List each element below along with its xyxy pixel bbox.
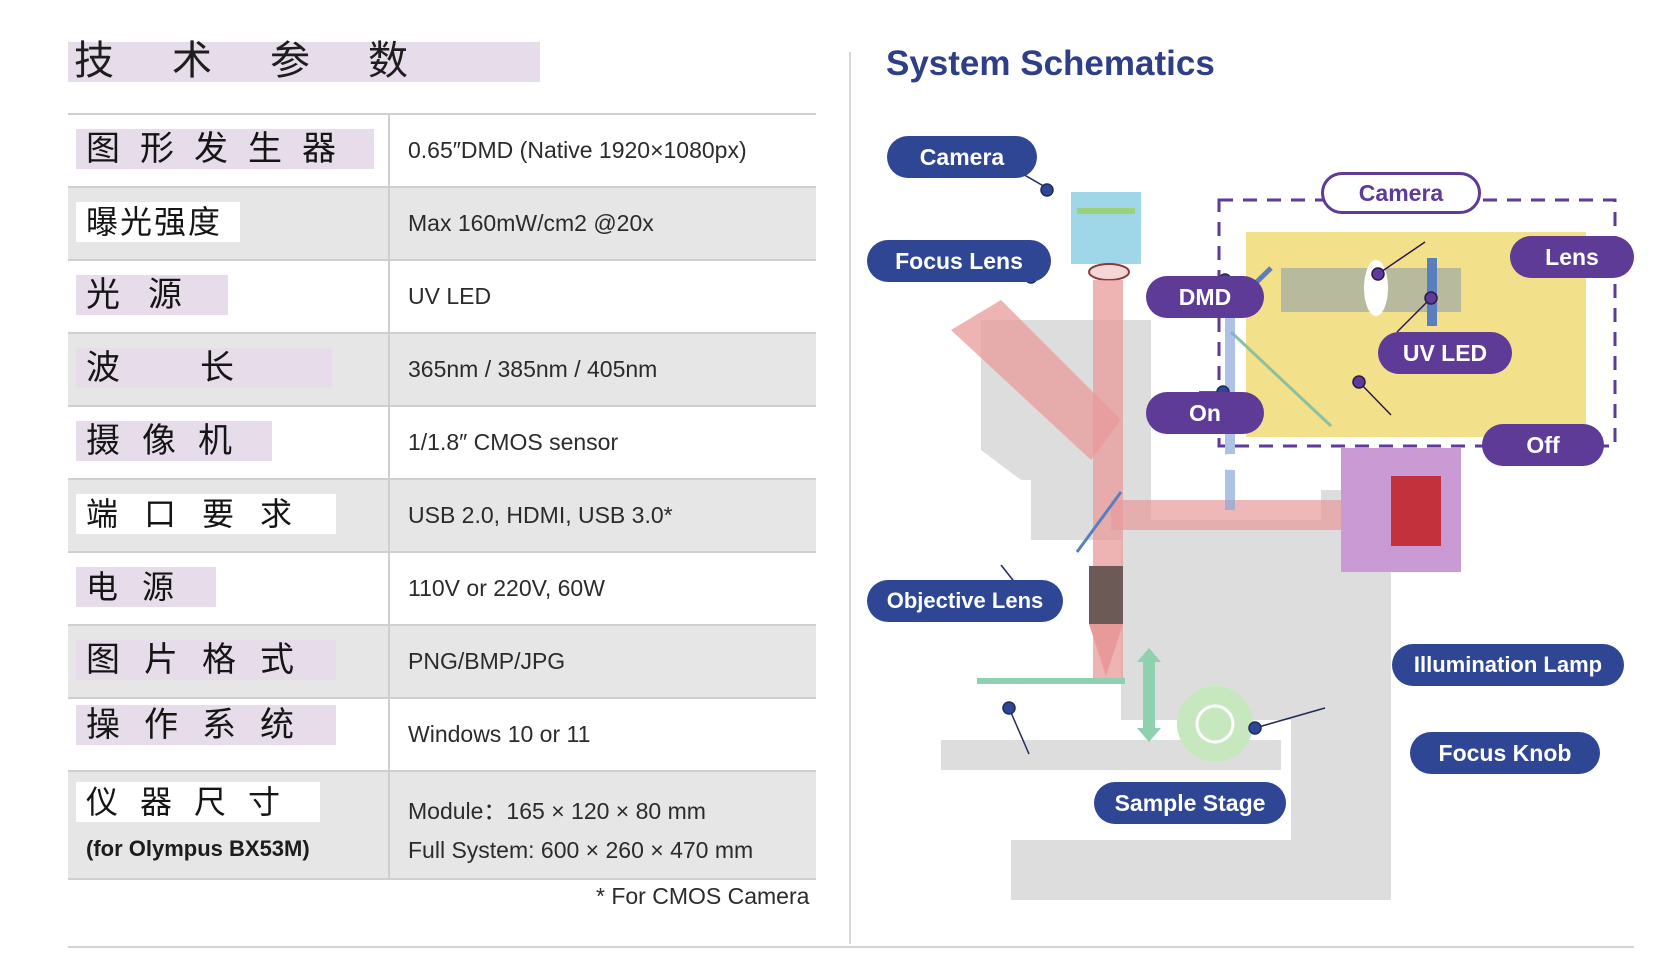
spec-label: 端口要求 <box>76 494 337 534</box>
column-divider <box>849 52 851 944</box>
spec-sublabel: (for Olympus BX53M) <box>86 836 310 861</box>
objective-cone <box>1089 624 1123 676</box>
spec-value: 110V or 220V, 60W <box>408 575 605 601</box>
spec-value: PNG/BMP/JPG <box>408 648 566 674</box>
label-dmd: DMD <box>1146 276 1264 318</box>
spec-row: 曝光强度 Max 160mW/cm2 @20x <box>68 188 816 261</box>
stage-arrow <box>1137 648 1161 742</box>
schematic-title: System Schematics <box>886 44 1215 83</box>
spec-value-2: Full System: 600 × 260 × 470 mm <box>408 837 754 863</box>
label-on: On <box>1146 392 1264 434</box>
spec-label: 电源 <box>76 567 217 607</box>
label-camera-module: Camera <box>1321 172 1481 214</box>
camera-sensor <box>1077 208 1135 214</box>
spec-row: 图片格式 PNG/BMP/JPG <box>68 626 816 699</box>
focus-knob-glyph <box>1177 686 1253 762</box>
label-lens: Lens <box>1510 236 1634 278</box>
spec-row: 图形发生器 0.65″DMD (Native 1920×1080px) <box>68 115 816 188</box>
spec-value: 1/1.8″ CMOS sensor <box>408 429 619 455</box>
spec-label: 曝光强度 <box>76 202 241 242</box>
spec-value: 365nm / 385nm / 405nm <box>408 356 658 382</box>
spec-value: USB 2.0, HDMI, USB 3.0* <box>408 502 673 528</box>
spec-heading-text: 技术参数 <box>74 38 466 84</box>
label-illumination-lamp: Illumination Lamp <box>1392 644 1624 686</box>
spec-row: 仪器尺寸 (for Olympus BX53M) Module：165 × 12… <box>68 772 816 880</box>
illumination-lamp-bulb <box>1391 476 1441 546</box>
spec-value: 0.65″DMD (Native 1920×1080px) <box>408 137 747 163</box>
label-off: Off <box>1482 424 1604 466</box>
spec-value: Max 160mW/cm2 @20x <box>408 210 654 236</box>
spec-row: 电源 110V or 220V, 60W <box>68 553 816 626</box>
beam-splitter <box>1075 491 1123 553</box>
spec-row: 光源 UV LED <box>68 261 816 334</box>
leader-lines-purple <box>1352 241 1438 416</box>
spec-label: 图形发生器 <box>76 129 374 169</box>
label-objective-lens: Objective Lens <box>867 580 1063 622</box>
camera-top-block <box>1071 192 1141 264</box>
spec-row: 摄像机 1/1.8″ CMOS sensor <box>68 407 816 480</box>
eyepiece-beam <box>951 300 1121 460</box>
schematic-diagram <box>941 153 1617 900</box>
label-sample-stage: Sample Stage <box>1094 782 1286 824</box>
off-beam <box>1229 330 1333 428</box>
label-camera: Camera <box>887 136 1037 178</box>
sample-stage-plate <box>977 678 1125 684</box>
spec-label: 仪器尺寸 <box>76 782 321 822</box>
spec-label: 光源 <box>76 275 228 315</box>
label-focus-lens: Focus Lens <box>867 240 1051 282</box>
spec-value: UV LED <box>408 283 492 309</box>
spec-label: 图片格式 <box>76 640 336 680</box>
bottom-rule <box>68 946 1634 948</box>
spec-table: 图形发生器 0.65″DMD (Native 1920×1080px) 曝光强度… <box>68 113 816 880</box>
spec-label: 操作系统 <box>76 705 336 745</box>
focus-knob-ring <box>1195 704 1235 744</box>
microscope-body <box>941 320 1391 900</box>
label-uv-led: UV LED <box>1378 332 1512 374</box>
objective-body <box>1089 566 1123 624</box>
spec-heading: 技术参数 <box>68 38 540 84</box>
spec-value: Windows 10 or 11 <box>408 721 591 747</box>
spec-value: Module：165 × 120 × 80 mm <box>408 798 706 824</box>
label-focus-knob: Focus Knob <box>1410 732 1600 774</box>
spec-label: 波长 <box>76 348 332 388</box>
spec-row: 波长 365nm / 385nm / 405nm <box>68 334 816 407</box>
footnote: * For CMOS Camera <box>596 883 810 909</box>
spec-label: 摄像机 <box>76 421 272 461</box>
spec-row: 端口要求 USB 2.0, HDMI, USB 3.0* <box>68 480 816 553</box>
focus-lens-glyph <box>1088 263 1130 281</box>
spec-row: 操作系统 Windows 10 or 11 <box>68 699 816 772</box>
relay-lens <box>1209 454 1257 470</box>
